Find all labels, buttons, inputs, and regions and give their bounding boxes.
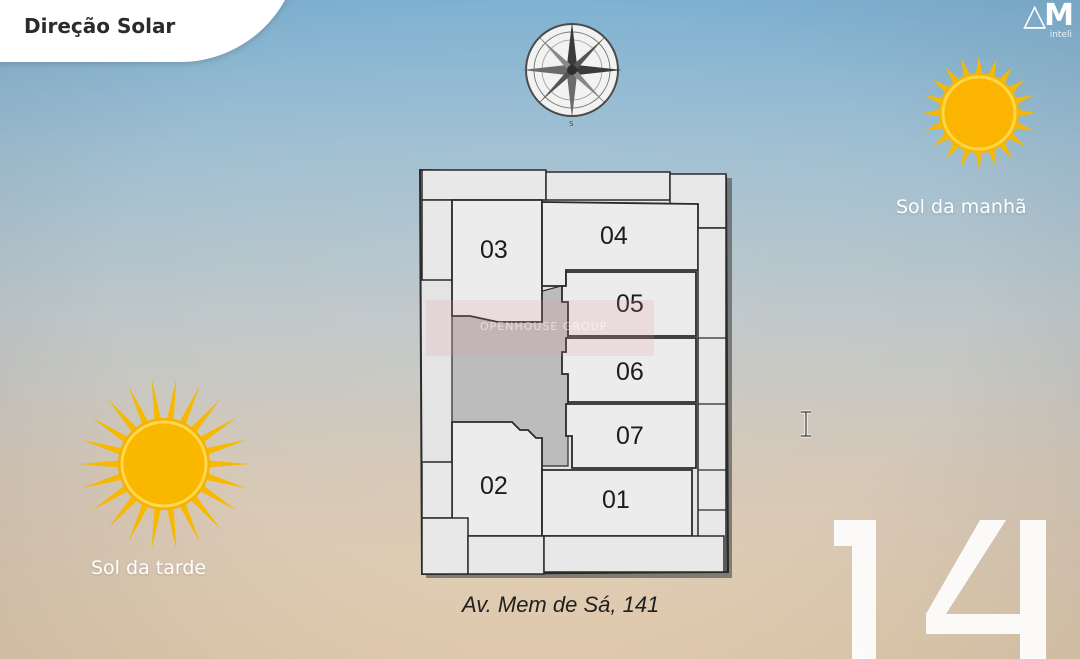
sun-ray <box>78 460 123 468</box>
unit-label-02: 02 <box>480 472 508 500</box>
brand-logo-subtitle: inteli <box>1049 30 1072 40</box>
unit-label-01: 01 <box>602 486 630 514</box>
sun-ray <box>197 483 237 511</box>
sun-ray <box>178 500 200 543</box>
floor-plan: 03 04 05 06 07 02 01 <box>418 168 732 578</box>
unit-04[interactable] <box>541 201 699 287</box>
watermark: OPENHOUSE GROUP <box>426 300 654 356</box>
text-cursor-icon <box>801 410 811 438</box>
sun-ray <box>81 439 125 456</box>
page-title: Direção Solar <box>24 14 176 38</box>
sun-ray <box>922 109 944 117</box>
watermark-text: OPENHOUSE GROUP <box>480 320 608 333</box>
floor-number-graphic: 14 <box>834 520 1046 659</box>
sun-ray <box>975 56 983 78</box>
sun-ray <box>178 385 200 428</box>
sun-ray <box>188 493 221 529</box>
compass-south-label: S <box>569 120 574 128</box>
sun-ray <box>91 417 131 445</box>
brand-logo: △M inteli <box>1002 0 1074 44</box>
sun-ray <box>975 148 983 170</box>
sun-ray <box>107 493 140 529</box>
sun-ray <box>128 500 150 543</box>
afternoon-sun-label: Sol da tarde <box>91 557 207 579</box>
unit-07[interactable] <box>565 403 697 469</box>
unit-label-05: 05 <box>616 290 644 318</box>
sun-ray <box>197 417 237 445</box>
sun-ray <box>107 399 140 435</box>
afternoon-sun-icon <box>78 378 250 550</box>
unit-label-03: 03 <box>480 236 508 264</box>
sun-ray <box>166 378 177 424</box>
compass-rose-icon: W E S <box>522 22 622 128</box>
sun-ray <box>91 483 131 511</box>
sun-ray <box>205 460 250 468</box>
unit-03[interactable] <box>451 199 543 323</box>
brand-logo-mark: △M <box>1023 0 1074 33</box>
morning-sun-icon <box>922 56 1036 170</box>
unit-05[interactable] <box>561 271 697 337</box>
sun-ray <box>203 472 247 489</box>
sun-ray <box>1014 109 1036 117</box>
unit-label-06: 06 <box>616 358 644 386</box>
sun-ray <box>188 399 221 435</box>
sun-ray <box>203 439 247 456</box>
street-address: Av. Mem de Sá, 141 <box>462 592 660 617</box>
unit-label-04: 04 <box>600 222 628 250</box>
floor-number: 14 <box>820 510 1070 659</box>
sun-ray <box>151 504 162 550</box>
unit-06[interactable] <box>561 337 697 403</box>
sun-ray <box>151 378 162 424</box>
morning-sun-label: Sol da manhã <box>896 196 1027 218</box>
unit-label-07: 07 <box>616 422 644 450</box>
sun-ray <box>81 472 125 489</box>
sun-ray <box>166 504 177 550</box>
sun-ray <box>128 385 150 428</box>
